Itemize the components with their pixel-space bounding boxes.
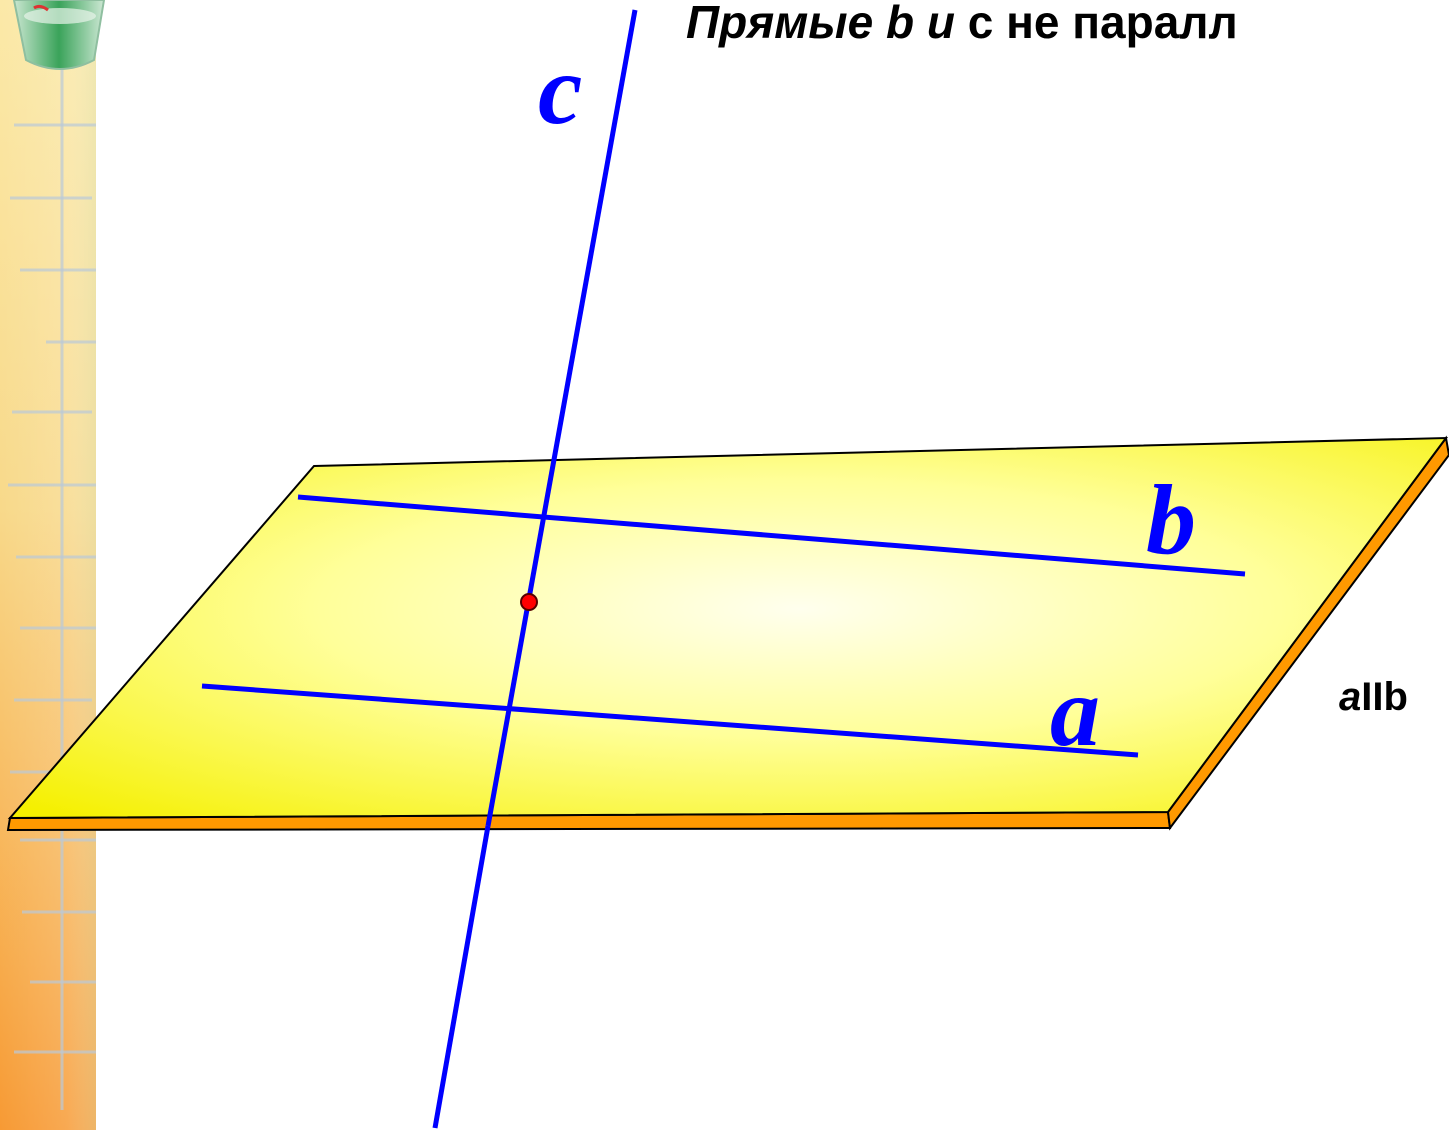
sidebar-decoration — [0, 0, 106, 1130]
relation-rest: IIb — [1361, 675, 1408, 719]
slide-title: Прямые b и с не паралл — [686, 0, 1238, 48]
line-b — [297, 494, 1246, 577]
relation-a-parallel-b: aIIb — [1339, 675, 1408, 719]
glass-cup-logo — [12, 0, 106, 70]
line-c-upper — [485, 9, 638, 827]
label-a: a — [1050, 656, 1100, 767]
title-rest: с не паралл — [968, 0, 1238, 48]
plane-surface — [7, 436, 1449, 820]
title-prefix: Прямые — [686, 0, 886, 48]
title-line-b: b — [886, 0, 914, 48]
point-on-line-c — [520, 593, 538, 611]
title-and: и — [914, 0, 968, 48]
relation-a: a — [1339, 675, 1361, 719]
label-b: b — [1146, 464, 1196, 575]
plane — [6, 435, 1449, 832]
label-c: c — [538, 34, 582, 145]
line-c-lower — [432, 825, 491, 1129]
line-a — [201, 683, 1139, 758]
